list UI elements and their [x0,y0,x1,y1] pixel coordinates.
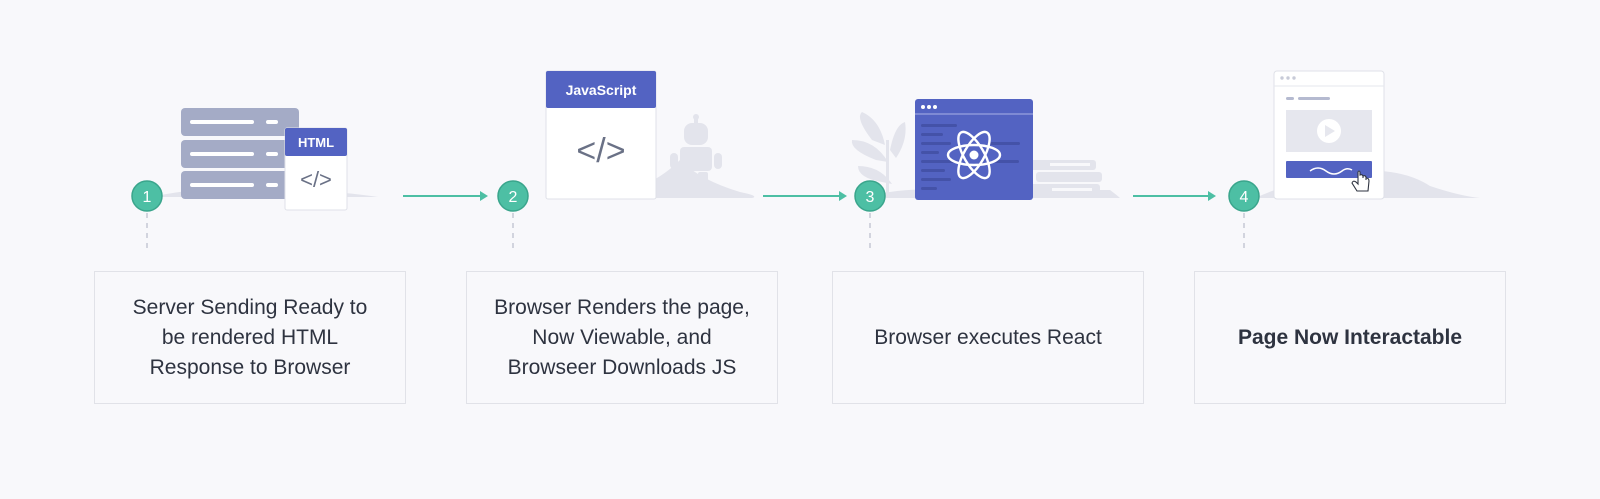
step-number-1: 1 [143,189,152,206]
hand-pointer-icon [1351,170,1370,192]
step-3-illustration [851,99,1120,200]
arrow-2-to-3 [763,191,847,201]
step-number-3: 3 [866,189,875,206]
react-atom-icon [946,130,1002,180]
step-badge-3: 3 [854,180,886,212]
step-badge-2: 2 [497,180,529,212]
step-2-caption-box: Browser Renders the page, Now Viewable, … [466,271,778,404]
interactive-page-mockup [1273,70,1385,200]
code-brackets-icon: </> [300,167,332,192]
step-4-illustration [1255,70,1480,200]
step-badge-4: 4 [1228,180,1260,212]
step-3-caption: Browser executes React [874,325,1102,349]
step-badge-1: 1 [131,180,163,212]
step-4-caption: Page Now Interactable [1237,325,1463,349]
step-3-caption-box: Browser executes React [832,271,1144,404]
step-1-caption: Server Sending Ready to be rendered HTML… [132,295,368,379]
step-4-caption-box: Page Now Interactable [1194,271,1506,404]
leaf-plant-icon [851,112,906,195]
arrow-3-to-4 [1133,191,1216,201]
html-card: HTML </> [284,127,348,211]
react-editor-window [915,99,1033,200]
javascript-card-label: JavaScript [566,82,637,98]
step-2-illustration: JavaScript </> [545,70,755,200]
javascript-card: JavaScript </> [545,70,657,200]
dashed-connectors [146,213,1245,253]
step-1-caption-box: Server Sending Ready to be rendered HTML… [94,271,406,404]
server-rack-icon [181,108,299,199]
html-card-label: HTML [298,135,334,150]
step-number-4: 4 [1240,189,1249,206]
flow-arrows [403,191,1216,201]
interactive-button [1286,161,1372,178]
books-stack-icon [1030,160,1102,196]
step-number-2: 2 [509,189,518,206]
code-brackets-icon: </> [576,132,625,170]
step-2-caption: Browser Renders the page, Now Viewable, … [494,295,750,379]
step-1-illustration: HTML </> [150,108,378,211]
robot-icon [670,114,722,197]
arrow-1-to-2 [403,191,488,201]
